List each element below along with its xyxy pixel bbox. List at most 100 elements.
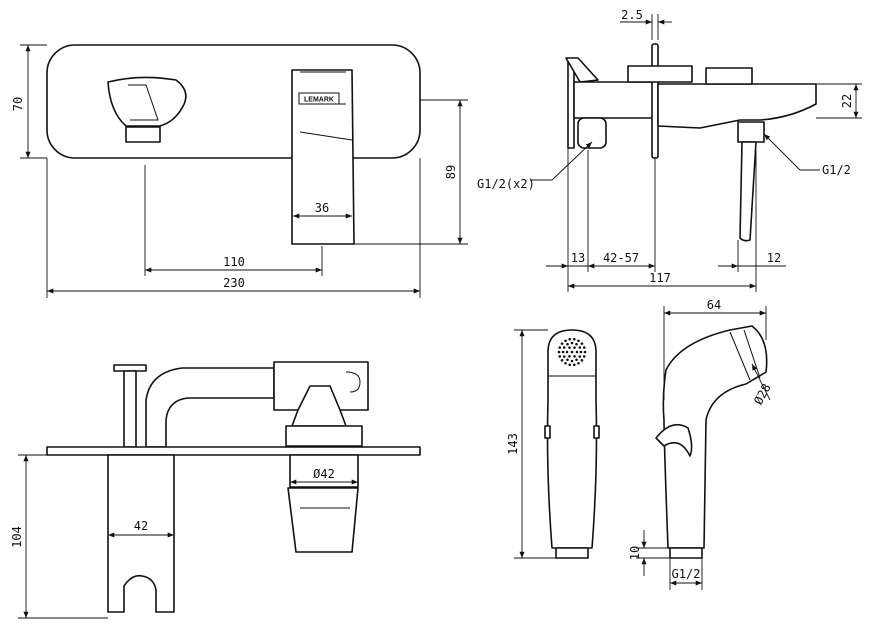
nozzle-dot	[560, 359, 564, 362]
dim-spout-offset: 110	[223, 255, 245, 269]
leader-head-dia	[751, 363, 771, 401]
dim-shower-head-dia: Ø28	[751, 381, 774, 407]
nozzle-dot	[577, 339, 580, 343]
cartridge-nut	[285, 425, 363, 447]
dim-spout-width: 36	[315, 201, 329, 215]
nozzle-dot	[561, 350, 565, 354]
side-view: 2.5 22 G1/2(x2) G1/2 13 42-57 12 117	[477, 8, 862, 292]
nozzle-dot	[562, 346, 566, 349]
label-thread-inlets: G1/2(x2)	[477, 177, 535, 191]
nozzle-dot	[557, 350, 561, 354]
side-body	[573, 81, 655, 119]
nozzle-dot	[562, 355, 566, 358]
dim-shower-thread: G1/2	[672, 567, 701, 581]
nozzle-dot	[575, 350, 579, 354]
outlet-nut	[737, 121, 765, 143]
nozzle-dot	[566, 358, 569, 362]
dim-handle-dia: Ø42	[313, 467, 335, 481]
side-spout-top	[627, 65, 693, 83]
nozzle-dot	[578, 346, 582, 349]
bracket-post	[123, 370, 137, 448]
shower-button	[544, 425, 551, 439]
nozzle-dot	[570, 359, 574, 363]
lever-tip	[125, 126, 161, 143]
nozzle-dot	[573, 355, 576, 358]
leader-outlet	[763, 133, 801, 171]
dim-body-depth: 104	[10, 526, 24, 548]
nozzle-dot	[579, 350, 583, 354]
nozzle-dot	[572, 363, 576, 367]
nozzle-dot	[568, 363, 572, 367]
leader-inlets	[551, 141, 593, 181]
shower-nozzles	[557, 337, 587, 367]
nozzle-dot	[578, 355, 582, 358]
holder-body	[107, 454, 175, 613]
dim-plate-thickness: 13	[571, 251, 585, 265]
top-view: Ø42 42 104	[10, 361, 421, 619]
nozzle-dot	[580, 342, 584, 345]
dim-shower-thread-len: 10	[628, 546, 642, 560]
nozzle-dot	[580, 359, 584, 362]
nozzle-dot	[564, 361, 567, 365]
nozzle-dot	[565, 350, 569, 354]
wall-line	[46, 446, 421, 456]
nozzle-dot	[575, 342, 578, 346]
side-lever	[565, 57, 599, 83]
dim-plate-gap: 2.5	[621, 8, 643, 22]
lever-detail	[128, 84, 159, 121]
nozzle-dot	[577, 361, 580, 365]
side-inlet	[577, 117, 607, 149]
nozzle-dot	[564, 339, 567, 343]
brand-logo-text: LEMARK	[304, 97, 334, 104]
shower-thread	[555, 547, 589, 559]
shower-side-view: 64 Ø28 10 G1/2	[628, 298, 774, 590]
dim-body-width: 42	[134, 519, 148, 533]
cartridge-detail	[345, 371, 361, 393]
nozzle-dot	[566, 342, 569, 346]
dim-spout-thickness: 22	[840, 94, 854, 108]
dim-shower-depth: 64	[707, 298, 721, 312]
nozzle-dot	[573, 346, 576, 349]
dim-total-depth: 117	[649, 271, 671, 285]
bracket-cap	[113, 364, 147, 372]
nozzle-dot	[570, 350, 574, 354]
nozzle-dot	[570, 341, 574, 345]
wall-plate	[46, 44, 421, 159]
nozzle-dot	[572, 337, 576, 341]
side-spout-cap	[705, 67, 753, 85]
nozzle-dot	[568, 346, 571, 349]
side-wall-plate	[567, 59, 575, 149]
shower-front-view: 143	[506, 329, 600, 559]
nozzle-dot	[568, 337, 572, 341]
shower-button	[593, 425, 600, 439]
shower-side-thread	[669, 547, 703, 559]
dim-plate-width: 230	[223, 276, 245, 290]
shower-side-body	[662, 325, 768, 549]
nozzle-dot	[568, 355, 571, 358]
side-spout	[657, 83, 817, 129]
nozzle-dot	[582, 355, 586, 358]
cover-flange	[651, 43, 659, 159]
brand-logo	[298, 92, 340, 105]
shower-body	[546, 329, 598, 549]
shower-head-face	[729, 329, 761, 381]
nozzle-dot	[583, 350, 587, 354]
label-thread-outlet: G1/2	[822, 163, 851, 177]
outlet-hose	[739, 141, 757, 242]
dim-plate-height: 70	[11, 97, 25, 111]
nozzle-dot	[558, 355, 562, 358]
dim-shower-length: 143	[506, 433, 520, 455]
curved-spout	[145, 367, 275, 448]
shower-trigger	[655, 423, 693, 457]
lever-handle	[107, 76, 187, 127]
nozzle-dot	[582, 346, 586, 349]
nozzle-dot	[558, 346, 562, 349]
front-view: LEMARK 70 89 36 110 230	[11, 44, 468, 298]
nozzle-dot	[560, 342, 564, 345]
nozzle-dot	[575, 358, 578, 362]
dim-outlet-thread-len: 12	[767, 251, 781, 265]
dim-wall-depth: 42-57	[603, 251, 639, 265]
handle-lever	[287, 487, 359, 553]
dim-spout-drop: 89	[444, 165, 458, 179]
